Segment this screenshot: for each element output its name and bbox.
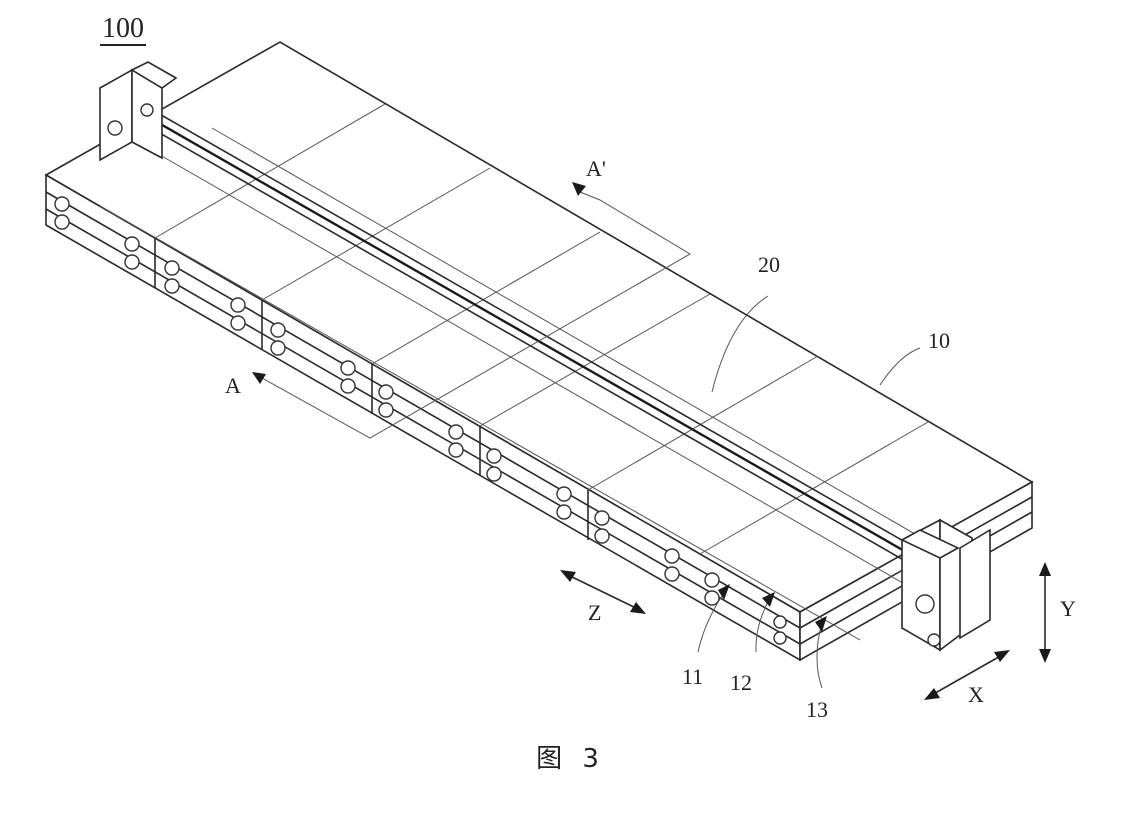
right-end-bracket <box>902 520 990 650</box>
figure-caption: 图 3 <box>0 738 1141 775</box>
leader-10 <box>880 348 920 385</box>
label-axis-y: Y <box>1060 596 1076 621</box>
top-plate <box>46 42 1032 612</box>
label-axis-z: Z <box>588 600 601 625</box>
axis-z-arrow <box>560 570 646 614</box>
label-section-a-prime: A' <box>586 156 606 181</box>
label-part-10: 10 <box>928 328 950 353</box>
label-section-a: A <box>225 373 241 398</box>
label-part-12: 12 <box>730 670 752 695</box>
label-part-13: 13 <box>806 697 828 722</box>
label-part-11: 11 <box>682 664 703 689</box>
label-axis-x: X <box>968 682 984 707</box>
axis-y-arrow <box>1039 562 1051 663</box>
axis-x-arrow <box>924 650 1010 700</box>
label-part-20: 20 <box>758 252 780 277</box>
